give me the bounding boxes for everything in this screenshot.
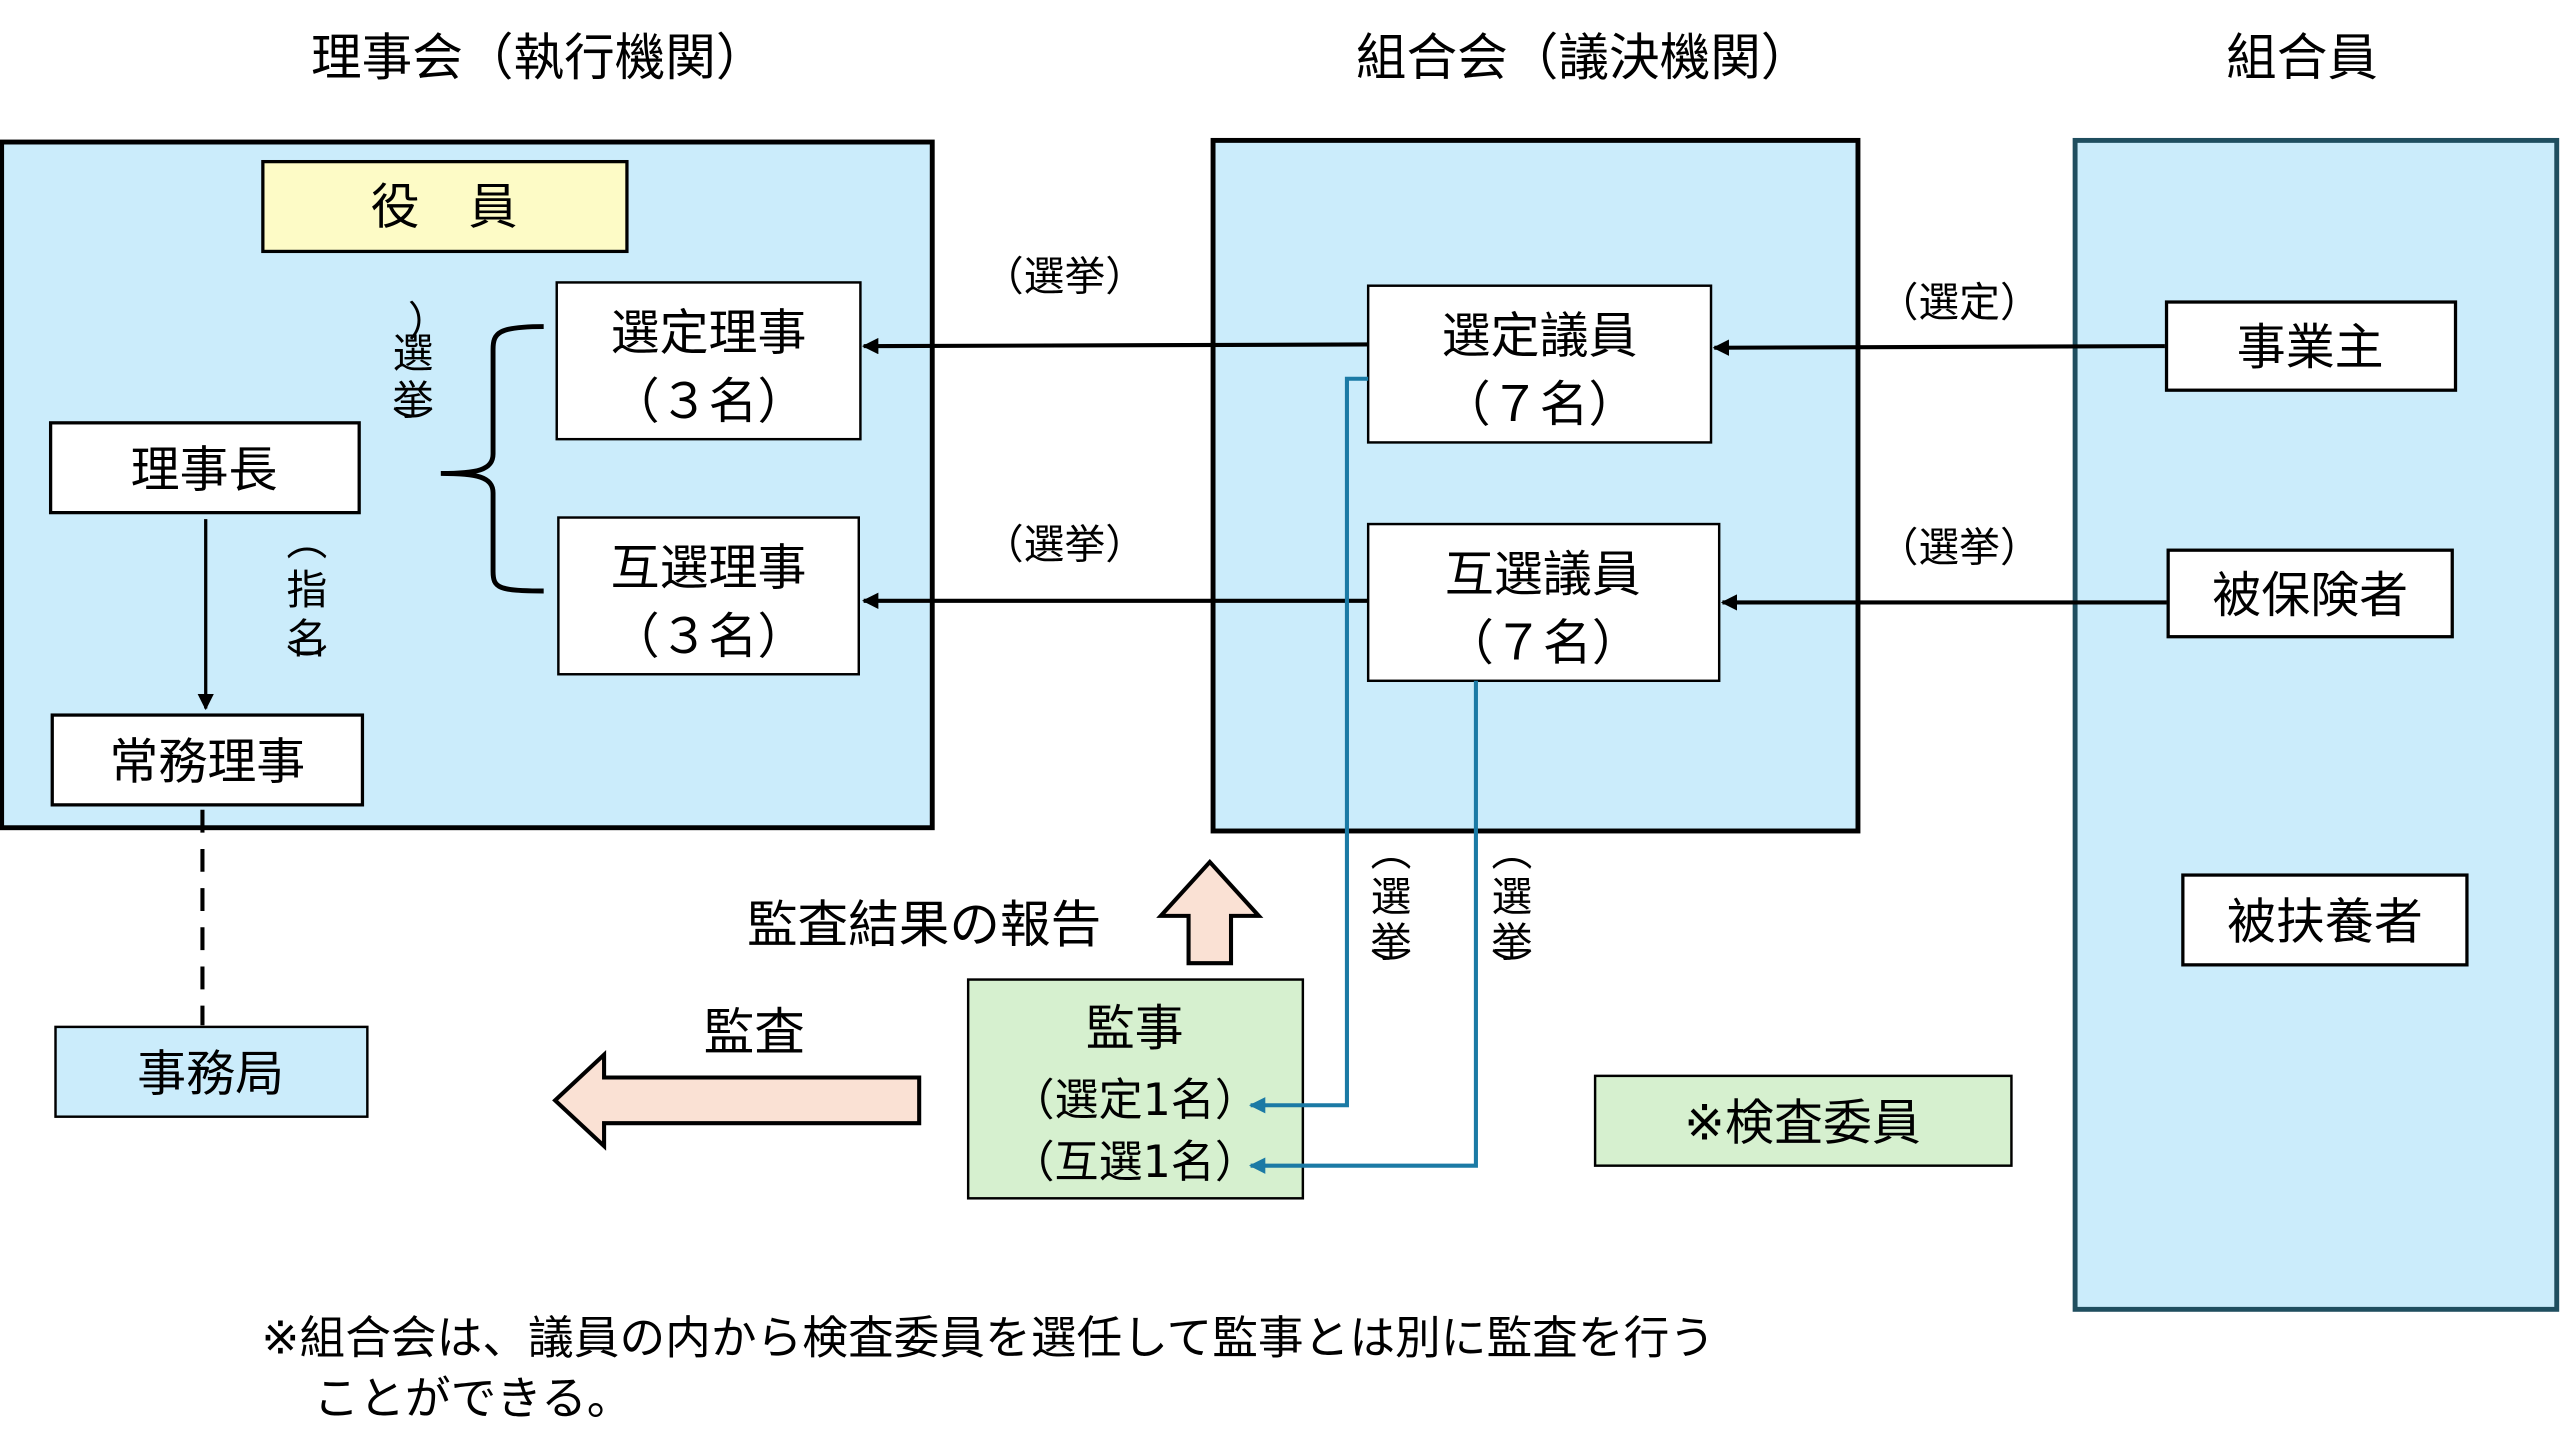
assembly-panel: [1210, 137, 1861, 834]
auditor-elected-label: （互選1名）: [1010, 1137, 1258, 1188]
chairman-label: 理事長: [131, 442, 278, 499]
elected-member-label: 互選議員: [1445, 546, 1641, 603]
elected-member-box: 互選議員 （７名）: [1366, 522, 1721, 683]
dependents-label: 被扶養者: [2227, 894, 2423, 951]
auditor-appointed-label: （選定1名）: [1010, 1075, 1258, 1126]
svg-text:︵: ︵: [403, 300, 451, 341]
svg-text:︶: ︶: [287, 641, 328, 689]
dependents-box: 被扶養者: [2181, 873, 2469, 967]
appointed-director-count: （３名）: [611, 373, 807, 430]
elected-auditor-election-line: [1248, 680, 1478, 1174]
officers-label: 役 員: [371, 179, 518, 236]
svg-text:︵: ︵: [1371, 827, 1412, 875]
insured-label: 被保険者: [2212, 567, 2408, 624]
appointed-director-label: 選定理事: [611, 304, 807, 361]
assembly-to-board-bottom-label: （選挙）: [983, 520, 1146, 568]
elected-director-label: 互選理事: [611, 539, 807, 596]
election-brace: [440, 324, 544, 594]
auditor-election-right-label: ︵ 選 挙 ︶: [1491, 827, 1532, 993]
board-election-label: ︵ 選 挙 ︶: [393, 300, 451, 451]
employer-label: 事業主: [2237, 319, 2384, 376]
svg-text:︶: ︶: [1491, 945, 1532, 993]
inspection-committee-label: ※検査委員: [1684, 1095, 1921, 1152]
footnote-line-2: ことができる。: [313, 1372, 632, 1425]
auditor-box: 監事 （選定1名） （互選1名）: [966, 978, 1305, 1200]
appointment-label: ︵ 指 名 ︶: [287, 517, 328, 689]
chairman-box: 理事長: [48, 421, 361, 515]
secretariat-box: 事務局: [54, 1025, 369, 1118]
appointed-member-label: 選定議員: [1442, 308, 1638, 365]
svg-text:︶: ︶: [393, 403, 434, 451]
svg-text:選: 選: [1371, 873, 1412, 921]
elected-director-count: （３名）: [611, 608, 807, 665]
employer-to-assembly-label: （選定）: [1878, 279, 2041, 327]
audit-report-label: 監査結果の報告: [747, 895, 1101, 954]
employer-box: 事業主: [2164, 300, 2458, 392]
employer-to-assembly-arrow: [1712, 339, 2165, 356]
svg-text:選: 選: [1491, 873, 1532, 921]
svg-text:挙: 挙: [1371, 919, 1412, 967]
officers-box: 役 員: [261, 159, 629, 254]
managing-director-box: 常務理事: [50, 713, 365, 807]
svg-text:︶: ︶: [1371, 945, 1412, 993]
inspection-committee-box: ※検査委員: [1593, 1074, 2013, 1167]
footnote-line-1: ※組合会は、議員の内から検査委員を選任して監事とは別に監査を行う: [261, 1311, 1715, 1364]
svg-text:選: 選: [393, 329, 434, 377]
assembly-column-title: 組合会（議決機関）: [1356, 28, 1811, 87]
appointed-member-count: （７名）: [1442, 376, 1638, 433]
elected-director-box: 互選理事 （３名）: [557, 516, 860, 676]
insured-to-assembly-label: （選挙）: [1878, 524, 2041, 572]
auditor-title: 監事: [1086, 1000, 1184, 1057]
members-column-title: 組合員: [2226, 28, 2378, 87]
audit-label: 監査: [704, 1003, 805, 1062]
svg-text:名: 名: [287, 615, 328, 663]
svg-text:指: 指: [287, 566, 328, 614]
board-column-title: 理事会（執行機関）: [311, 28, 766, 87]
audit-report-arrow-icon: [1156, 858, 1264, 966]
secretariat-label: 事務局: [137, 1046, 284, 1103]
assembly-to-board-top-label: （選挙）: [983, 253, 1146, 301]
appointed-member-box: 選定議員 （７名）: [1366, 284, 1713, 444]
svg-text:挙: 挙: [1491, 919, 1532, 967]
insured-box: 被保険者: [2166, 548, 2454, 639]
svg-text:挙: 挙: [393, 377, 434, 425]
audit-arrow-icon: [552, 1049, 922, 1151]
svg-text:︵: ︵: [1491, 827, 1532, 875]
svg-text:︵: ︵: [287, 517, 328, 565]
auditor-election-left-label: ︵ 選 挙 ︶: [1371, 827, 1412, 993]
appointed-director-box: 選定理事 （３名）: [555, 281, 862, 441]
appointed-auditor-election-line: [1248, 376, 1369, 1114]
managing-director-label: 常務理事: [109, 734, 305, 791]
elected-member-count: （７名）: [1445, 615, 1641, 672]
appointed-member-to-director-arrow: [862, 337, 1369, 355]
